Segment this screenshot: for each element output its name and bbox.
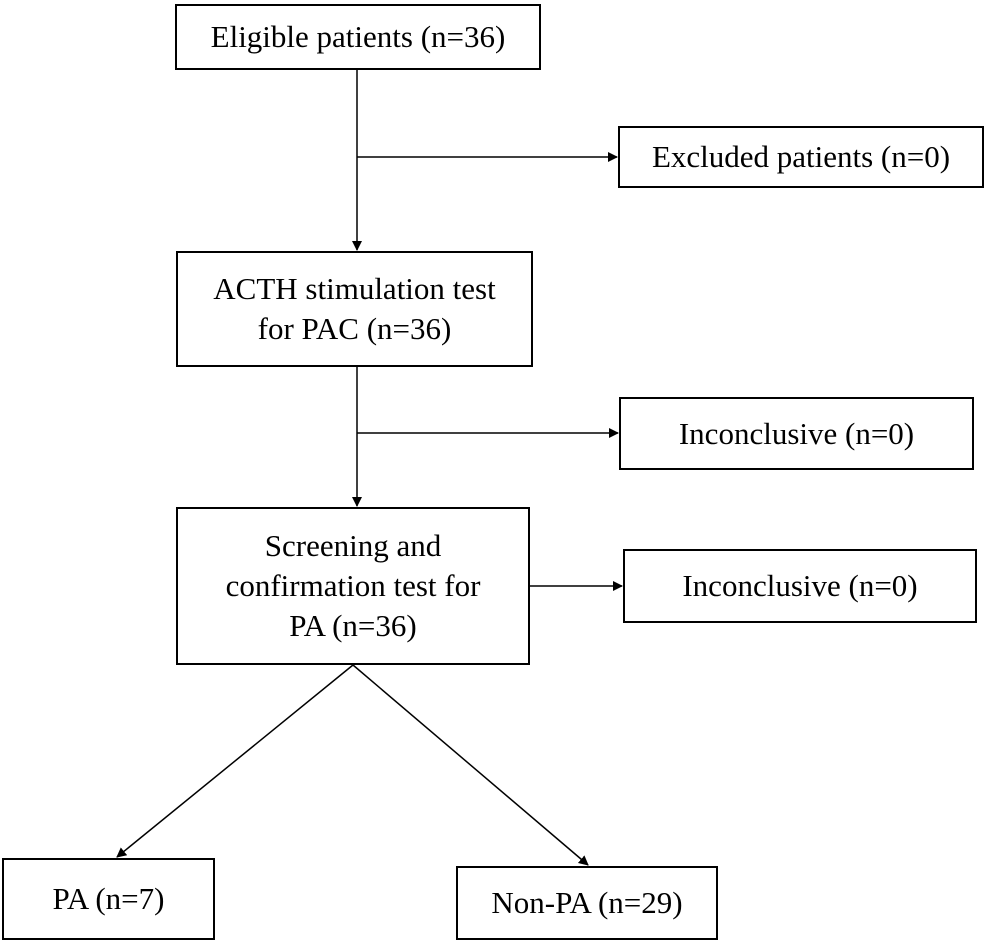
acth-stimulation-box: ACTH stimulation test for PAC (n=36) [176, 251, 533, 367]
non-pa-box: Non-PA (n=29) [456, 866, 718, 940]
excluded-patients-box: Excluded patients (n=0) [618, 126, 984, 188]
arrow-screening-to-pa [116, 664, 354, 858]
non-pa-label: Non-PA (n=29) [491, 885, 683, 920]
eligible-patients-label: Eligible patients (n=36) [210, 19, 506, 54]
inconclusive-label-1: Inconclusive (n=0) [678, 415, 915, 451]
inconclusive-label-2: Inconclusive (n=0) [682, 568, 918, 603]
screening-confirmation-box: Screening and confirmation test for PA (… [176, 507, 530, 665]
eligible-patients-box: Eligible patients (n=36) [175, 4, 541, 70]
pa-label: PA (n=7) [52, 881, 165, 916]
acth-stimulation-label: ACTH stimulation test for PAC (n=36) [213, 271, 496, 346]
arrow-screening-to-non-pa [352, 664, 589, 866]
pa-box: PA (n=7) [2, 858, 215, 940]
excluded-patients-label: Excluded patients (n=0) [651, 139, 951, 174]
screening-confirmation-label: Screening and confirmation test for PA (… [225, 528, 481, 643]
inconclusive-box-1: Inconclusive (n=0) [619, 397, 974, 470]
inconclusive-box-2: Inconclusive (n=0) [623, 549, 977, 623]
